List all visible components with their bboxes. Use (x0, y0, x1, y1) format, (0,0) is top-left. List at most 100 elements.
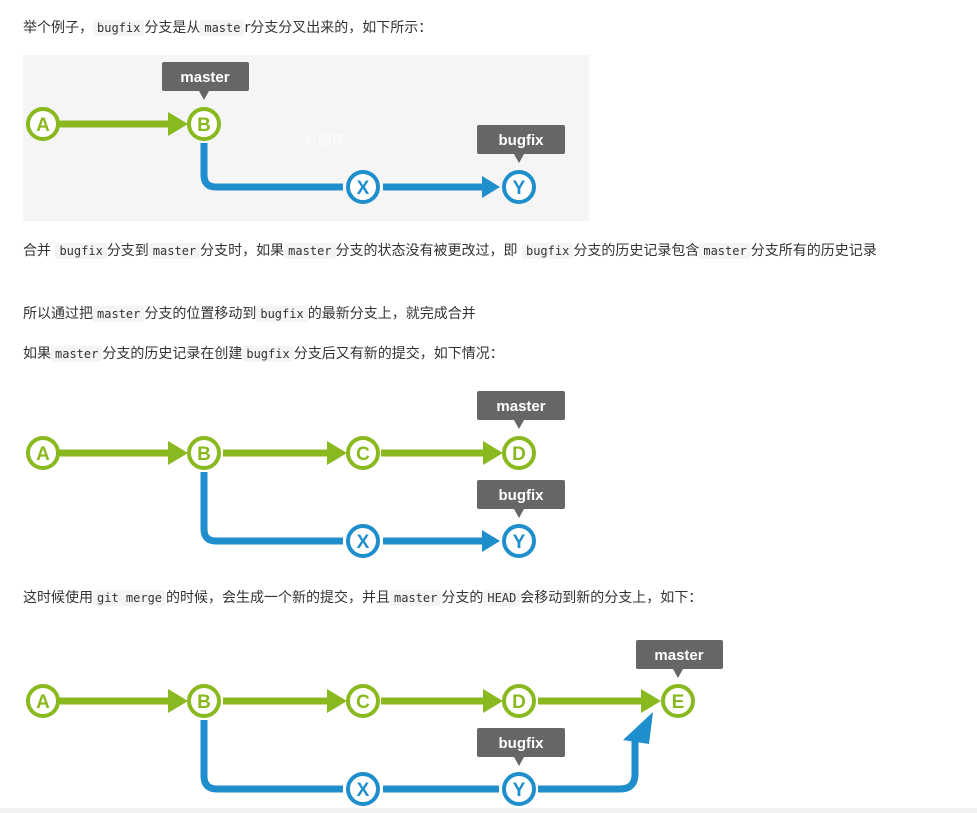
svg-text:X: X (357, 780, 370, 801)
edge-arrowhead (168, 112, 188, 136)
node-y: Y (502, 170, 536, 204)
git-graph-parallel: A B C D X Y master bugfix (26, 391, 565, 558)
text: 如果 (23, 346, 51, 362)
page-bottom-edge (0, 808, 977, 813)
code-bugfix: bugfix (521, 243, 574, 259)
svg-text:C: C (356, 444, 370, 465)
node-c: C (346, 436, 380, 470)
edge-arrowhead (482, 176, 500, 198)
svg-text:Y: Y (513, 780, 526, 801)
tag-master: master (636, 640, 723, 678)
svg-text:A: A (36, 444, 50, 465)
node-x: X (346, 170, 380, 204)
code-head: HEAD (483, 590, 521, 606)
node-y: Y (502, 524, 536, 558)
text: r分支分叉出来的，如下所示： (244, 20, 433, 36)
node-b: B (187, 436, 221, 470)
code-master: master (284, 243, 336, 259)
figure-branch-diverge: A B X Y master bugfix © 图铁 (23, 55, 589, 225)
text: 分支所有的历史记录 (750, 243, 877, 259)
text: 分支的位置移动到 (144, 306, 257, 322)
node-e: E (661, 684, 695, 718)
code-master: master (390, 590, 442, 606)
figure-merge-commit: A B C D E X Y master bugfix (23, 632, 723, 812)
node-x: X (346, 524, 380, 558)
text: 分支的 (441, 590, 484, 606)
edge-arrowhead (168, 441, 188, 465)
code-master: master (148, 243, 201, 259)
svg-text:master: master (496, 398, 545, 415)
svg-text:C: C (356, 692, 370, 713)
git-graph-merge: A B C D E X Y master bugfix (26, 640, 723, 806)
code-bugfix: bugfix (93, 20, 145, 36)
edge-arrowhead (327, 689, 347, 713)
edge-b-x (200, 720, 343, 793)
tag-master: master (162, 62, 249, 100)
node-d: D (502, 436, 536, 470)
text: 所以通过把 (23, 306, 93, 322)
text: 分支是从 (144, 20, 201, 36)
text: 合并 (23, 243, 56, 259)
svg-text:B: B (197, 692, 211, 713)
text: 分支后又有新的提交，如下情况： (293, 346, 504, 362)
code-master: master (699, 243, 751, 259)
text: 的最新分支上，就完成合并 (307, 306, 476, 322)
text: 的时候，会生成一个新的提交，并且 (166, 590, 391, 606)
svg-text:Y: Y (513, 178, 526, 199)
svg-text:D: D (512, 692, 526, 713)
watermark: © 图铁 (305, 132, 344, 147)
node-a: A (26, 684, 60, 718)
code-master: maste (200, 20, 245, 36)
node-d: D (502, 684, 536, 718)
svg-text:bugfix: bugfix (499, 735, 545, 752)
tag-master: master (477, 391, 565, 429)
text: 会移动到新的分支上，如下： (520, 590, 703, 606)
svg-text:bugfix: bugfix (499, 132, 545, 149)
git-graph-diverge: A B X Y master bugfix © 图铁 (23, 55, 589, 221)
text: 分支到 (106, 243, 149, 259)
text: 举个例子， (23, 20, 93, 36)
text: 这时候使用 (23, 590, 93, 606)
svg-text:B: B (197, 444, 211, 465)
figure-both-branches-commit: A B C D X Y master bugfix (23, 383, 589, 572)
node-x: X (346, 772, 380, 806)
tag-bugfix: bugfix (477, 728, 565, 766)
code-bugfix: bugfix (55, 243, 107, 259)
svg-text:bugfix: bugfix (499, 487, 545, 504)
text: 分支时，如果 (200, 243, 285, 259)
svg-text:A: A (36, 692, 50, 713)
svg-text:X: X (357, 178, 370, 199)
tag-bugfix: bugfix (477, 480, 565, 518)
edge-y-e (538, 738, 639, 793)
edge-arrowhead (327, 441, 347, 465)
text: 分支的状态没有被更改过，即 (335, 243, 522, 259)
edge-arrowhead (641, 689, 661, 713)
svg-text:B: B (197, 115, 211, 136)
edge-arrowhead (168, 689, 188, 713)
svg-text:X: X (357, 532, 370, 553)
node-c: C (346, 684, 380, 718)
node-b: B (187, 684, 221, 718)
code-git-merge: git merge (93, 590, 167, 606)
code-bugfix: bugfix (256, 306, 308, 322)
edge-arrowhead (482, 530, 500, 552)
svg-text:E: E (672, 692, 685, 713)
text: 分支的历史记录包含 (573, 243, 700, 259)
node-b: B (187, 107, 221, 141)
edge-arrowhead (623, 712, 653, 744)
text: 分支的历史记录在创建 (102, 346, 243, 362)
code-master: master (51, 346, 103, 362)
code-master: master (93, 306, 145, 322)
svg-text:master: master (180, 69, 229, 86)
tag-bugfix: bugfix (477, 125, 565, 163)
node-a: A (26, 107, 60, 141)
edge-arrowhead (483, 441, 503, 465)
svg-text:master: master (654, 647, 703, 664)
svg-text:A: A (36, 115, 50, 136)
edge-arrowhead (483, 689, 503, 713)
node-y: Y (502, 772, 536, 806)
